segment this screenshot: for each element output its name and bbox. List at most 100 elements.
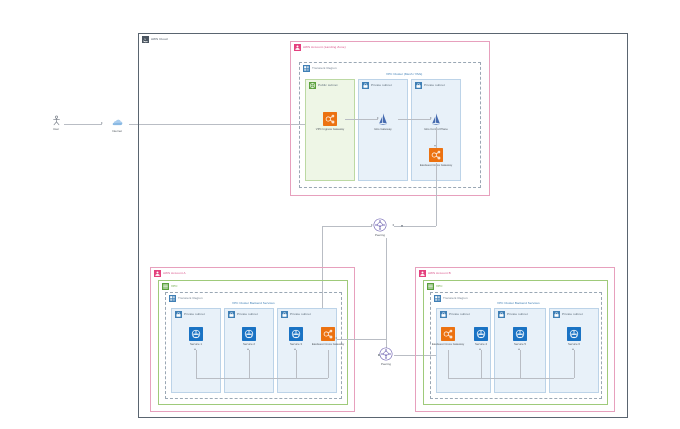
edge-b-service-6-arrow: [572, 348, 575, 350]
node-service-4: Service 4: [458, 327, 504, 346]
subnet-a-private-2-label-wrap: Private subnet: [228, 311, 258, 318]
cloud-icon: [112, 119, 122, 126]
aws-account-icon: [419, 270, 426, 277]
edge-istio-gateway-control-plane-arrow: [430, 117, 432, 120]
node-service-6-label: Service 6: [567, 341, 581, 346]
edge-a-service-bus: [196, 378, 328, 379]
account-a-vpc-label: VPC: [171, 283, 178, 288]
edge-b-service-bus: [448, 378, 574, 379]
kubernetes-service-icon: [289, 327, 303, 341]
edge-internet-ingress: [129, 124, 312, 125]
node-internet-label: Internet: [112, 128, 122, 133]
node-service-1-label: Service 1: [189, 341, 203, 346]
account-b-region-label-wrap: Transient Region: [434, 295, 468, 302]
node-peering-top-label: Peering: [375, 232, 385, 237]
node-service-1: Service 1: [173, 327, 219, 346]
account-a-label-wrap: AWS Account A: [154, 270, 186, 277]
vpc-icon: [162, 283, 169, 290]
edge-control-plane-eastwest: [436, 127, 437, 148]
account-a-region-label-wrap: Transient Region: [169, 295, 203, 302]
transit-gateway-icon: [379, 347, 393, 361]
edge-b-service-5-arrow: [518, 348, 521, 350]
private-subnet-icon: [415, 82, 422, 89]
subnet-lz-public-label-wrap: Public subnet: [309, 82, 338, 89]
node-istio-gateway: Istio Gateway: [360, 112, 406, 131]
account-b-vpc-caption: VPC Cluster Backend Services: [497, 301, 540, 305]
edge-a-gateway-to-peering: [337, 339, 386, 340]
subnet-b-private-1-label-wrap: Private subnet: [440, 311, 470, 318]
landing-zone-region-label-wrap: Transient Region: [303, 65, 337, 72]
vpc-lattice-gateway-icon: [321, 327, 335, 341]
account-a-vpc-caption: VPC Cluster Backend Services: [232, 301, 275, 305]
edge-ingress-istio-gateway: [345, 119, 378, 120]
account-b-region-label: Transient Region: [443, 295, 468, 300]
edge-a-service-2-drop: [249, 350, 250, 378]
edge-b-service-6-drop: [574, 350, 575, 378]
account-b-vpc-label: VPC: [436, 283, 443, 288]
subnet-a-private-3-label-wrap: Private subnet: [281, 311, 311, 318]
edge-peering-top-to-a-v: [322, 226, 323, 339]
edge-peering-bottom-to-b: [394, 355, 442, 356]
edge-istio-gateway-control-plane: [398, 119, 431, 120]
group-account-b-region: Transient Region: [430, 292, 602, 399]
region-icon: [169, 295, 176, 302]
account-a-vpc-label-wrap: VPC: [162, 283, 178, 290]
node-peering-bottom-label: Peering: [381, 361, 391, 366]
account-b-label: AWS Account B: [428, 270, 451, 275]
kubernetes-service-icon: [513, 327, 527, 341]
edge-a-service-2-arrow: [247, 348, 250, 350]
user-icon: [52, 115, 60, 126]
vpc-lattice-gateway-icon: [323, 112, 337, 126]
node-a-eastwest-gateway-label: Eastwest Cross Gateway: [311, 341, 345, 346]
edge-lz-eastwest-to-peering-arrow: [392, 224, 394, 227]
edge-b-service-4-drop: [481, 350, 482, 378]
edge-lz-eastwest-to-peering: [436, 163, 437, 226]
subnet-lz-private-2-label-wrap: Private subnet: [415, 82, 445, 89]
group-account-b: AWS Account B: [415, 267, 615, 412]
account-b-vpc-label-wrap: VPC: [427, 283, 443, 290]
node-service-5-label: Service 5: [513, 341, 527, 346]
node-a-eastwest-gateway: Eastwest Cross Gateway: [305, 327, 351, 346]
group-account-a-region: Transient Region: [165, 292, 342, 399]
private-subnet-icon: [228, 311, 235, 318]
account-a-label: AWS Account A: [163, 270, 186, 275]
node-service-5: Service 5: [497, 327, 543, 346]
node-user-label: User: [52, 126, 60, 131]
node-b-eastwest-gateway: Eastwest Cross Gateway: [425, 327, 471, 346]
node-lz-eastwest-gateway: Eastwest Cross Gateway: [413, 148, 459, 167]
vpc-icon: [427, 283, 434, 290]
transit-gateway-icon: [373, 218, 387, 232]
subnet-a-private-1-label: Private subnet: [184, 311, 205, 316]
subnet-a-private-3-label: Private subnet: [290, 311, 311, 316]
node-peering-bottom: Peering: [363, 347, 409, 366]
subnet-b-private-1-label: Private subnet: [449, 311, 470, 316]
aws-cloud-icon: [142, 36, 149, 43]
landing-zone-account-label: AWS Account (Landing Zone): [303, 44, 346, 49]
vpc-lattice-gateway-icon: [429, 148, 443, 162]
public-subnet-icon: [309, 82, 316, 89]
node-service-2: Service 2: [226, 327, 272, 346]
edge-lz-eastwest-to-peering-h: [394, 226, 436, 227]
subnet-b-private-3-label-wrap: Private subnet: [553, 311, 583, 318]
region-icon: [303, 65, 310, 72]
edge-peering-top-to-a-arrow: [371, 224, 373, 227]
edge-a-service-3-drop: [296, 350, 297, 378]
connector-dot-top-peering: [401, 225, 403, 227]
node-vpc-ingress-gateway-label: VPC Ingress Gateway: [315, 126, 345, 131]
vpc-lattice-gateway-icon: [441, 327, 455, 341]
subnet-b-private-2-label: Private subnet: [507, 311, 528, 316]
edge-a-gateway-to-peering-arrow: [335, 337, 337, 340]
istio-icon: [379, 113, 387, 125]
subnet-lz-private-1: Private subnet: [358, 79, 408, 181]
kubernetes-service-icon: [474, 327, 488, 341]
group-account-a-vpc: VPC: [158, 280, 348, 405]
aws-cloud-label-wrap: AWS Cloud: [142, 36, 168, 43]
node-service-3-label: Service 3: [289, 341, 303, 346]
private-subnet-icon: [498, 311, 505, 318]
node-service-6: Service 6: [551, 327, 597, 346]
node-b-eastwest-gateway-label: Eastwest Cross Gateway: [431, 341, 465, 346]
subnet-lz-private-1-label: Private subnet: [371, 82, 392, 87]
region-icon: [434, 295, 441, 302]
subnet-lz-private-2-label: Private subnet: [424, 82, 445, 87]
